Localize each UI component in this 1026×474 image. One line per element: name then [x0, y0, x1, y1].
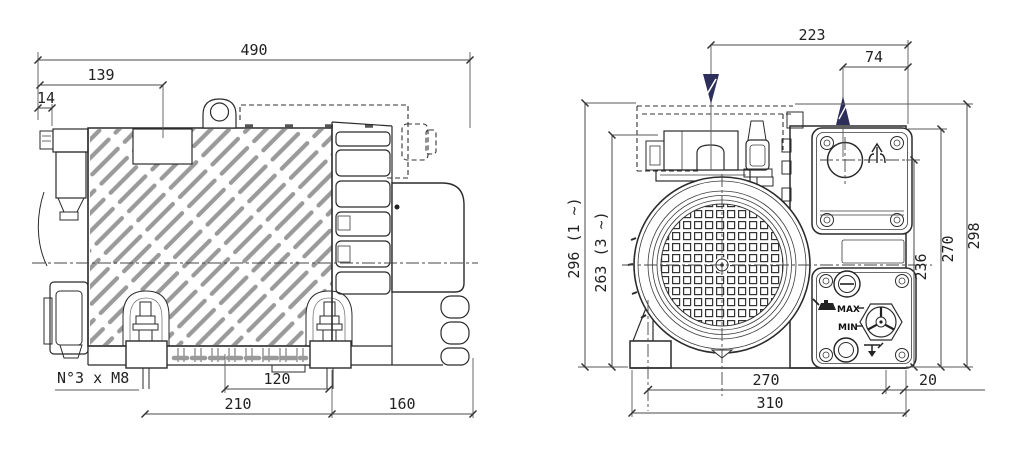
dim-139: 139 — [35, 66, 168, 138]
dim-310: 310 — [627, 370, 911, 418]
dim-74: 74 — [838, 48, 913, 72]
dim-text: 14 — [37, 89, 55, 107]
bolt-note-text: N°3 x M8 — [57, 369, 129, 387]
corner-screw — [819, 274, 909, 362]
dim-298: 298 — [795, 99, 983, 372]
dim-14: 14 — [33, 89, 57, 126]
mounting-foot — [629, 340, 672, 369]
dim-text: 310 — [756, 394, 783, 412]
side-view: 490 139 14 120 210 160 N°3 x M8 — [32, 41, 478, 419]
end-bell-curve — [37, 191, 48, 267]
dim-text: 298 — [965, 222, 983, 249]
inlet-filter-envelope-dashed — [636, 105, 793, 172]
min-level-label: MIN — [838, 323, 858, 333]
motor-fan-lobe — [440, 295, 470, 319]
oil-box — [811, 267, 917, 369]
dim-223: 223 — [706, 26, 913, 124]
shaft-end-cap — [39, 130, 54, 150]
dim-text: 120 — [263, 370, 290, 388]
oil-sight-glass — [859, 303, 903, 341]
dim-text: 236 — [912, 253, 930, 280]
dim-270-vertical: 270 — [908, 124, 957, 372]
dim-text: 296 (1 ~) — [565, 197, 583, 278]
bolt-note: N°3 x M8 — [55, 369, 139, 391]
dim-text: 490 — [240, 41, 267, 59]
dim-210: 210 — [140, 370, 337, 419]
dim-text: 160 — [388, 395, 415, 413]
motor-fan-cover — [627, 176, 811, 359]
nameplate — [841, 239, 905, 264]
dim-263-3phase: 263 (3 ~) — [592, 130, 658, 372]
corner-screw — [820, 136, 904, 227]
front-view: MAX MIN — [565, 26, 985, 418]
oil-drain-icon — [864, 342, 884, 357]
dim-text: 139 — [87, 66, 114, 84]
dim-text: 20 — [919, 371, 937, 389]
oil-fill-plug-top — [747, 120, 767, 141]
top-notch — [132, 128, 193, 165]
motor-housing — [391, 182, 465, 293]
mounting-foot — [125, 340, 168, 369]
dim-270-bottom-and-20: 270 20 — [643, 370, 985, 395]
dim-236: 236 — [906, 155, 930, 372]
dim-text: 270 — [939, 235, 957, 262]
max-level-label: MAX — [837, 305, 860, 315]
oil-drain-plug — [833, 337, 859, 363]
base-ribs — [177, 348, 304, 362]
dim-160: 160 — [332, 358, 478, 419]
dashed-fitting — [401, 123, 429, 161]
center-tab — [271, 364, 306, 373]
dim-text: 74 — [865, 48, 883, 66]
dim-120: 120 — [220, 354, 334, 394]
upper-port-fitting — [55, 151, 87, 199]
oil-fill-icon — [812, 298, 836, 310]
exhaust-box — [811, 127, 913, 235]
lower-port-fitting — [49, 281, 89, 355]
dim-text: 223 — [798, 26, 825, 44]
mounting-foot — [309, 340, 352, 369]
dim-296-1phase: 296 (1 ~) — [565, 98, 636, 372]
m8-stud — [142, 368, 150, 389]
exhaust-outlet-icon — [868, 142, 886, 164]
dim-text: 263 (3 ~) — [592, 211, 610, 292]
dim-text: 210 — [224, 395, 251, 413]
dim-overall-length-490: 490 — [33, 41, 475, 128]
dim-text: 270 — [752, 371, 779, 389]
accessory-envelope-dashed — [239, 104, 409, 179]
